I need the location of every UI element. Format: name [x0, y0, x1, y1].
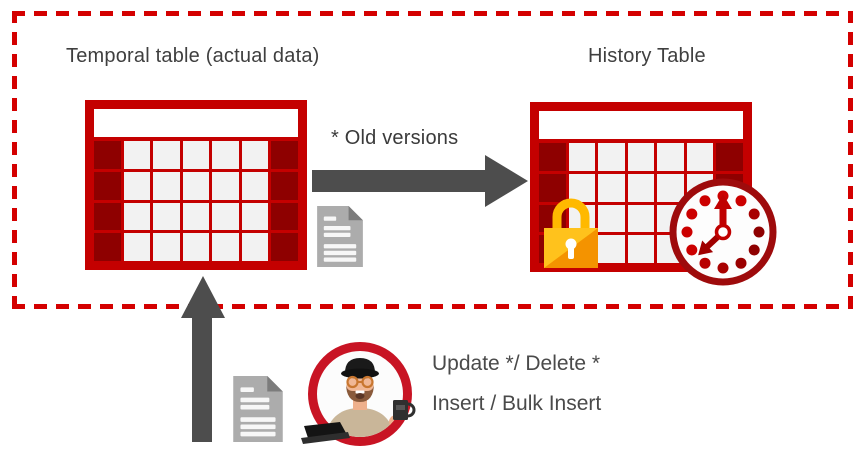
table-header-row	[94, 109, 298, 137]
table-cell	[182, 141, 210, 169]
table-cell	[568, 173, 596, 202]
table-cell	[241, 233, 269, 261]
table-cell	[94, 171, 121, 200]
table-cell	[153, 171, 180, 200]
table-cell	[212, 171, 239, 200]
table-cell	[716, 143, 743, 171]
table-grid	[94, 141, 298, 261]
table-cell	[153, 141, 180, 169]
table-cell	[94, 202, 121, 231]
insert-bulk-insert-label: Insert / Bulk Insert	[432, 392, 602, 415]
document-icon	[233, 376, 283, 442]
table-cell	[212, 233, 239, 261]
table-cell	[123, 202, 151, 231]
table-cell	[123, 233, 151, 261]
table-cell	[212, 202, 239, 231]
table-cell	[241, 202, 269, 231]
table-cell	[627, 235, 655, 263]
temporal-table-icon	[85, 100, 307, 270]
table-cell	[539, 173, 566, 202]
table-cell	[657, 173, 684, 202]
table-cell	[539, 143, 566, 171]
table-cell	[241, 171, 269, 200]
table-cell	[271, 141, 298, 169]
table-cell	[94, 233, 121, 261]
lock-icon	[544, 198, 598, 268]
arrow-right-icon	[312, 155, 528, 207]
table-cell	[182, 171, 210, 200]
old-versions-label: * Old versions	[331, 127, 459, 149]
table-cell	[271, 171, 298, 200]
table-cell	[182, 202, 210, 231]
history-table-title: History Table	[588, 45, 706, 67]
table-cell	[123, 141, 151, 169]
user-avatar	[301, 342, 416, 446]
table-cell	[686, 143, 714, 171]
document-icon	[317, 206, 363, 267]
table-cell	[627, 173, 655, 202]
clock-icon	[669, 178, 777, 286]
table-cell	[598, 173, 625, 202]
table-cell	[153, 202, 180, 231]
table-cell	[182, 233, 210, 261]
table-cell	[123, 171, 151, 200]
table-header-row	[539, 111, 743, 139]
table-cell	[598, 143, 625, 171]
table-cell	[657, 143, 684, 171]
table-cell	[598, 235, 625, 263]
table-cell	[241, 141, 269, 169]
table-cell	[271, 202, 298, 231]
table-cell	[212, 141, 239, 169]
table-cell	[627, 143, 655, 171]
update-delete-label: Update */ Delete *	[432, 352, 601, 375]
table-cell	[627, 204, 655, 233]
table-cell	[598, 204, 625, 233]
table-cell	[153, 233, 180, 261]
table-cell	[568, 143, 596, 171]
table-cell	[94, 141, 121, 169]
table-cell	[271, 233, 298, 261]
arrow-up-icon	[181, 276, 225, 442]
temporal-table-title: Temporal table (actual data)	[66, 45, 320, 67]
